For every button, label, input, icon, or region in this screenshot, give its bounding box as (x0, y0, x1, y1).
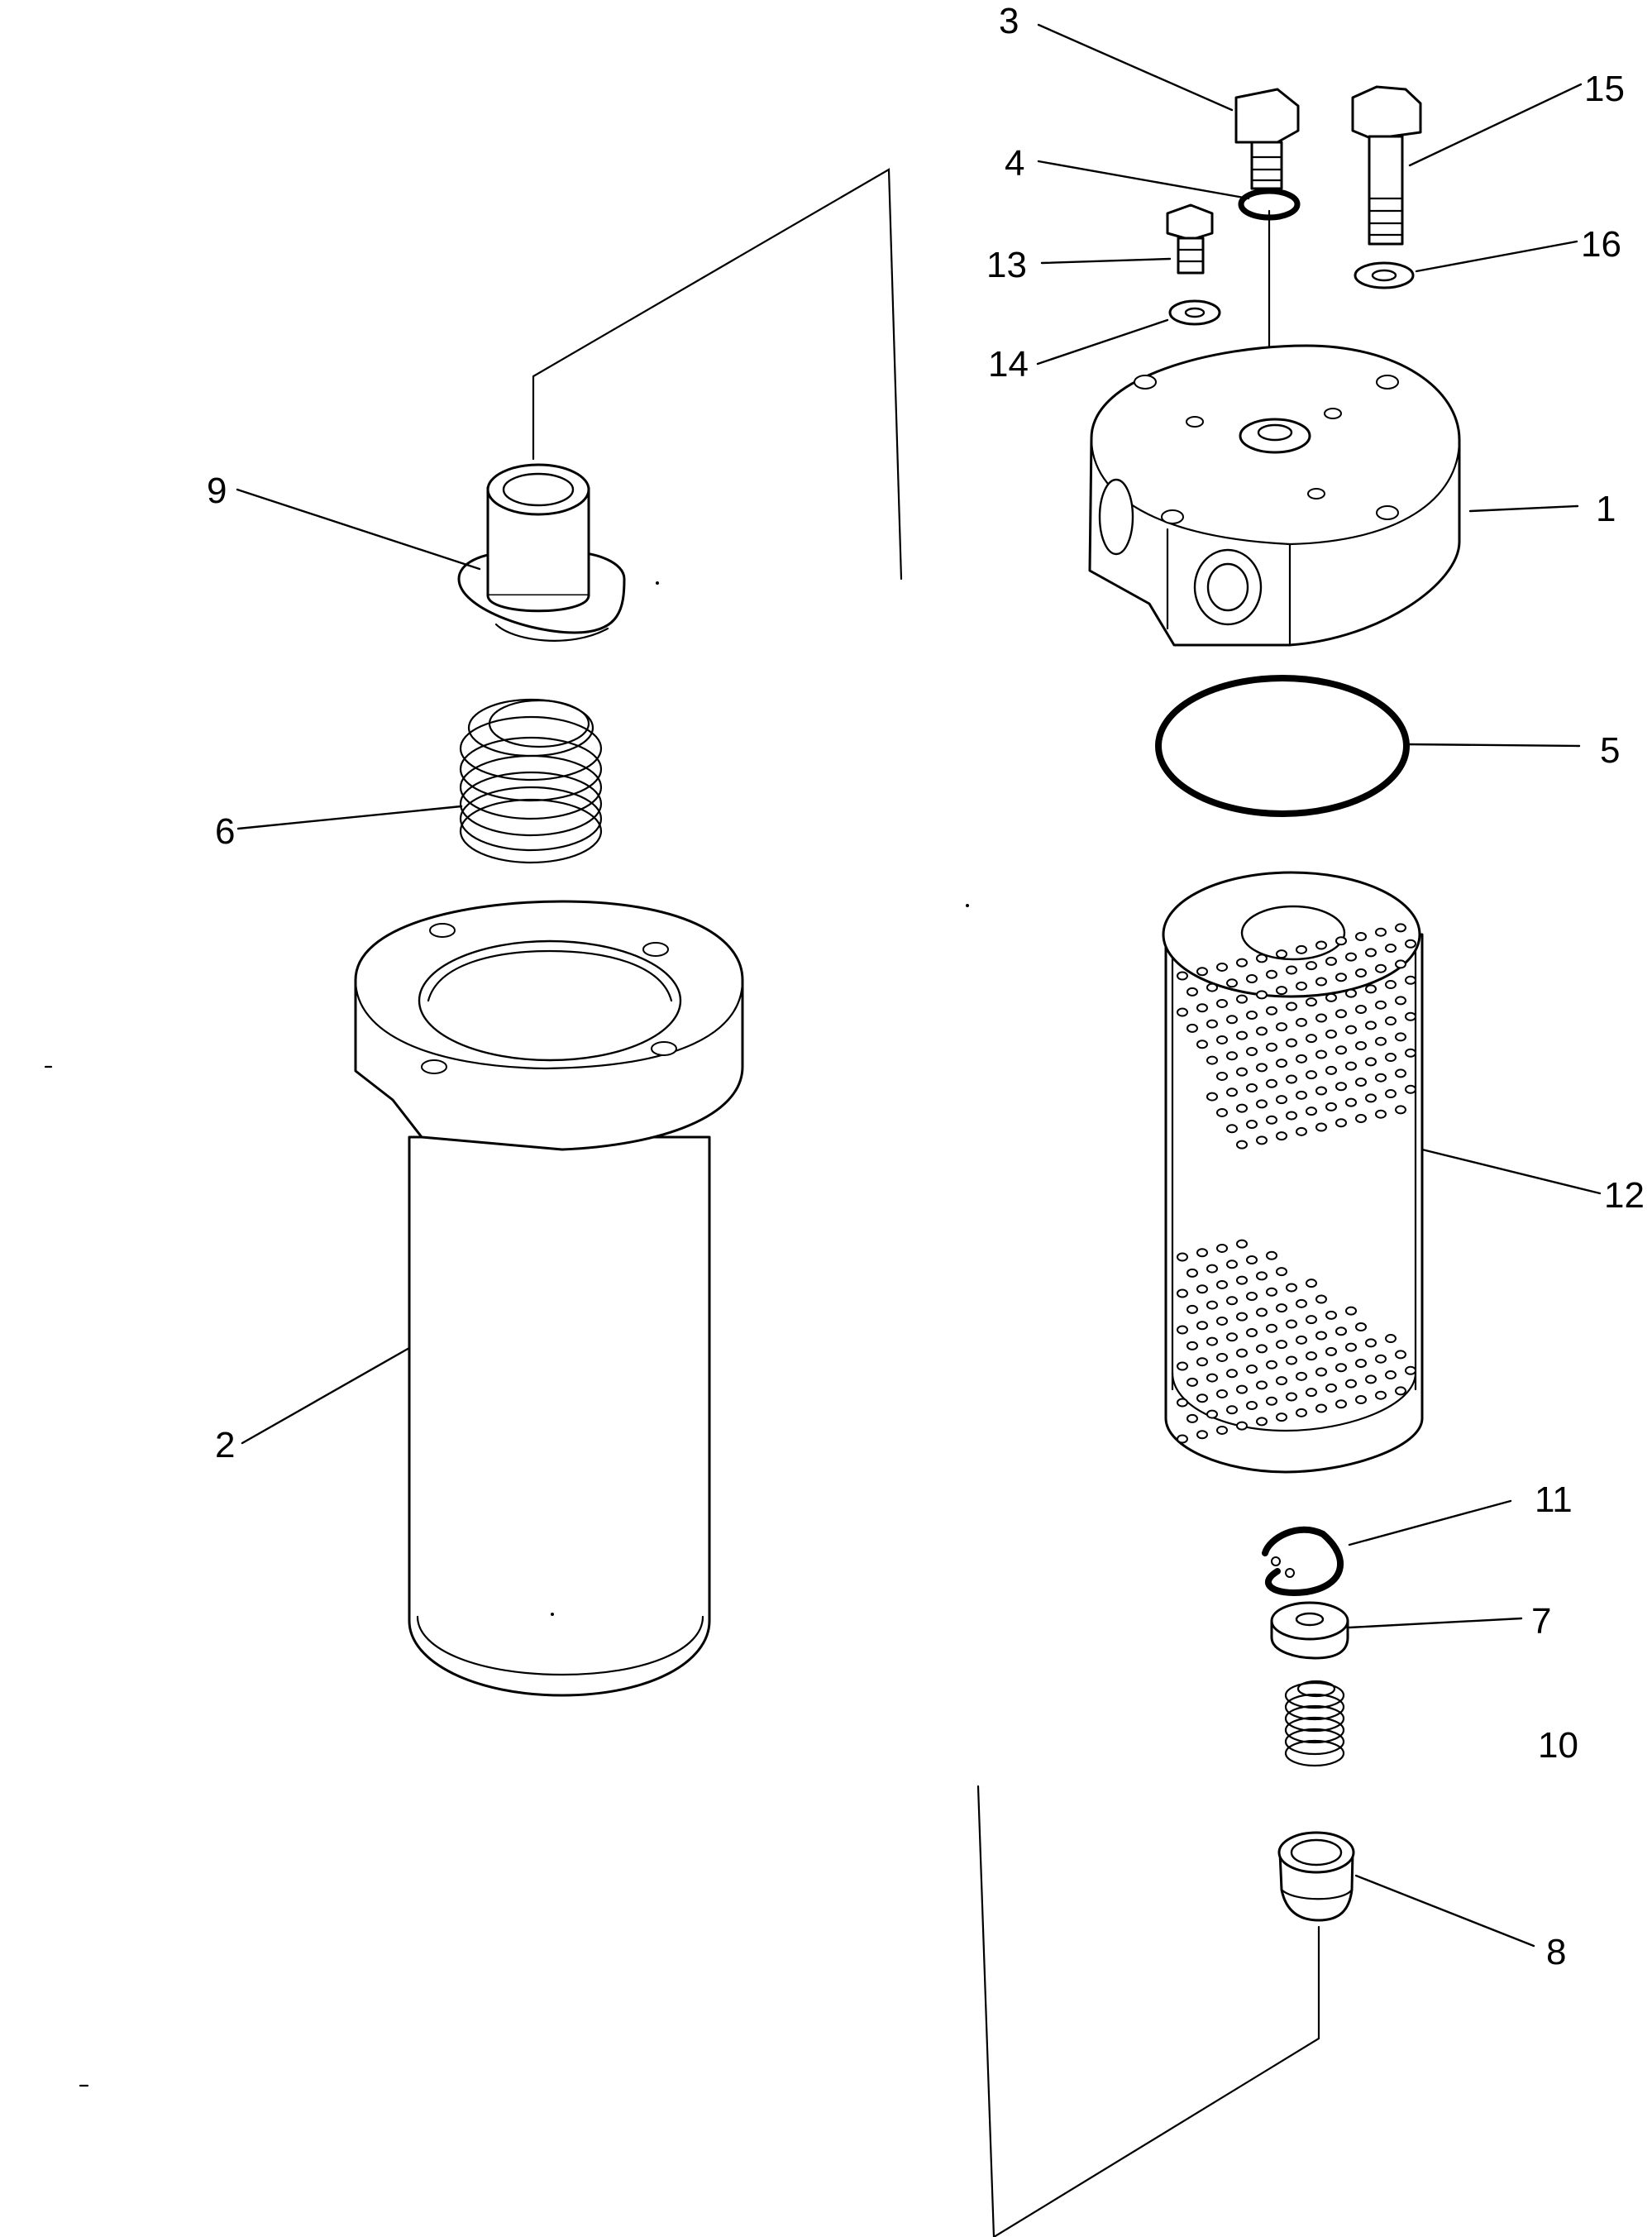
part-16-washer (1354, 261, 1415, 289)
callout-7: 7 (1531, 1601, 1551, 1642)
callout-12: 12 (1604, 1175, 1645, 1216)
callout-14: 14 (988, 344, 1029, 385)
callout-leader-lines (236, 23, 1602, 1948)
callout-11: 11 (1535, 1479, 1573, 1520)
part-9-cap (457, 463, 626, 642)
callout-15: 15 (1584, 69, 1625, 109)
part-13-small-bolt (1166, 203, 1214, 275)
part-7-valve-seat (1270, 1601, 1349, 1660)
callout-9: 9 (207, 471, 227, 511)
part-8-valve (1277, 1831, 1355, 1922)
callout-16: 16 (1581, 224, 1621, 265)
callout-10: 10 (1538, 1725, 1578, 1766)
callout-2: 2 (215, 1425, 235, 1465)
callout-4: 4 (1005, 143, 1024, 184)
part-15-long-bolt (1351, 85, 1422, 246)
callout-1: 1 (1596, 489, 1616, 529)
scan-specks (44, 581, 969, 2087)
callout-6: 6 (215, 811, 235, 852)
part-12-filter-element (1162, 871, 1424, 1474)
part-2-filter-case (354, 900, 744, 1697)
callout-13: 13 (986, 245, 1027, 285)
callout-3: 3 (999, 1, 1019, 41)
part-4-o-ring (1238, 188, 1301, 221)
part-14-small-washer (1168, 299, 1221, 326)
part-3-bolt (1234, 88, 1300, 190)
callout-8: 8 (1546, 1932, 1566, 1972)
filter-perforation-dots (1177, 923, 1416, 1444)
part-5-large-o-ring (1155, 675, 1410, 817)
callout-labels: 3 15 4 13 16 14 9 1 5 6 12 2 11 7 10 8 (207, 1, 1645, 1972)
part-10-small-spring (1284, 1680, 1345, 1767)
callout-5: 5 (1600, 730, 1620, 771)
part-6-spring (459, 698, 603, 864)
part-11-snap-ring (1262, 1526, 1344, 1596)
part-1-filter-head (1088, 344, 1461, 647)
